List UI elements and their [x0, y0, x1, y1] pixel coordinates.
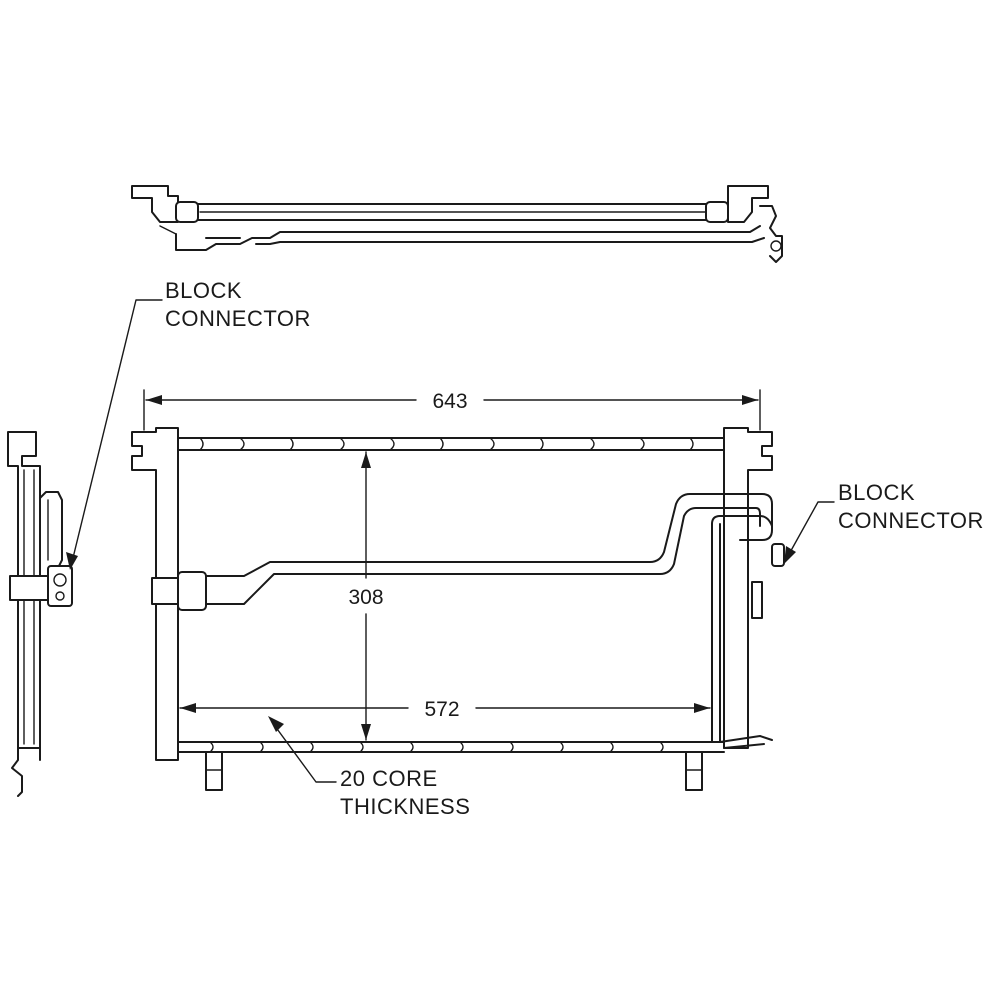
top-left-cap [175, 201, 199, 223]
dim-643-arrow-left [146, 395, 162, 405]
front-right-tank [723, 427, 773, 749]
front-pipe-upper [205, 493, 773, 577]
front-pipe-lower [205, 507, 761, 605]
side-view [7, 431, 73, 797]
side-bottom-fitting [11, 747, 41, 797]
front-left-tank [131, 427, 179, 761]
dim-643-arrow-right [742, 395, 758, 405]
callout-left-line1: BLOCK [165, 278, 242, 303]
callout-block-connector-left: BLOCK CONNECTOR [66, 278, 311, 570]
front-right-bracket [751, 581, 763, 619]
top-view [131, 185, 783, 263]
callout-right-arrow [784, 546, 796, 564]
top-right-cap [705, 201, 729, 223]
dim-308-arrow-top [361, 452, 371, 468]
dim-core-height: 308 [348, 451, 384, 741]
callout-core-leader [271, 721, 337, 783]
callout-left-line2: CONNECTOR [165, 306, 311, 331]
dim-643-label: 643 [432, 390, 467, 413]
callout-core-line2: THICKNESS [340, 794, 470, 819]
callout-core-thickness: 20 CORE THICKNESS [268, 716, 470, 819]
front-right-block-connector [771, 543, 785, 567]
dim-308-label: 308 [348, 586, 383, 609]
side-mount-block [9, 575, 49, 601]
top-right-bracket [727, 185, 769, 223]
dim-572-arrow-right [694, 703, 710, 713]
side-tank-column [7, 431, 41, 749]
top-left-strut [159, 225, 177, 235]
front-bottom-header-ribs [209, 741, 664, 753]
front-pipe-vertical [711, 523, 721, 743]
front-pipe-bend [711, 515, 773, 527]
front-top-header [177, 437, 725, 451]
front-top-header-ribs [199, 437, 694, 451]
top-lower-pipe [175, 225, 761, 251]
front-left-pin [205, 751, 223, 791]
callout-right-leader [787, 501, 835, 557]
callout-left-leader [71, 299, 163, 563]
front-pipe-outlet [719, 735, 773, 749]
callout-right-line2: CONNECTOR [838, 508, 984, 533]
callout-right-line1: BLOCK [838, 480, 915, 505]
dim-308-arrow-bottom [361, 724, 371, 740]
side-connector-bolt [53, 573, 67, 587]
callout-block-connector-right: BLOCK CONNECTOR [784, 480, 984, 564]
dim-overall-width: 643 [143, 389, 761, 431]
front-right-pin [685, 751, 703, 791]
side-connector-bolt-2 [55, 591, 65, 601]
dim-core-width: 572 [179, 698, 711, 721]
front-left-fitting [177, 571, 207, 611]
callout-core-arrow [268, 716, 284, 732]
top-right-fitting [759, 205, 783, 263]
top-fitting-bolt [770, 240, 782, 252]
dim-572-label: 572 [424, 698, 459, 721]
front-bottom-header [177, 741, 725, 753]
callout-core-line1: 20 CORE [340, 766, 438, 791]
front-left-block [151, 577, 181, 605]
side-pipe [39, 491, 63, 569]
dim-572-arrow-left [180, 703, 196, 713]
top-left-bracket [131, 185, 179, 223]
top-lower-pipe-outline [205, 237, 765, 245]
front-view [131, 427, 785, 791]
callout-left-arrow [66, 552, 78, 570]
